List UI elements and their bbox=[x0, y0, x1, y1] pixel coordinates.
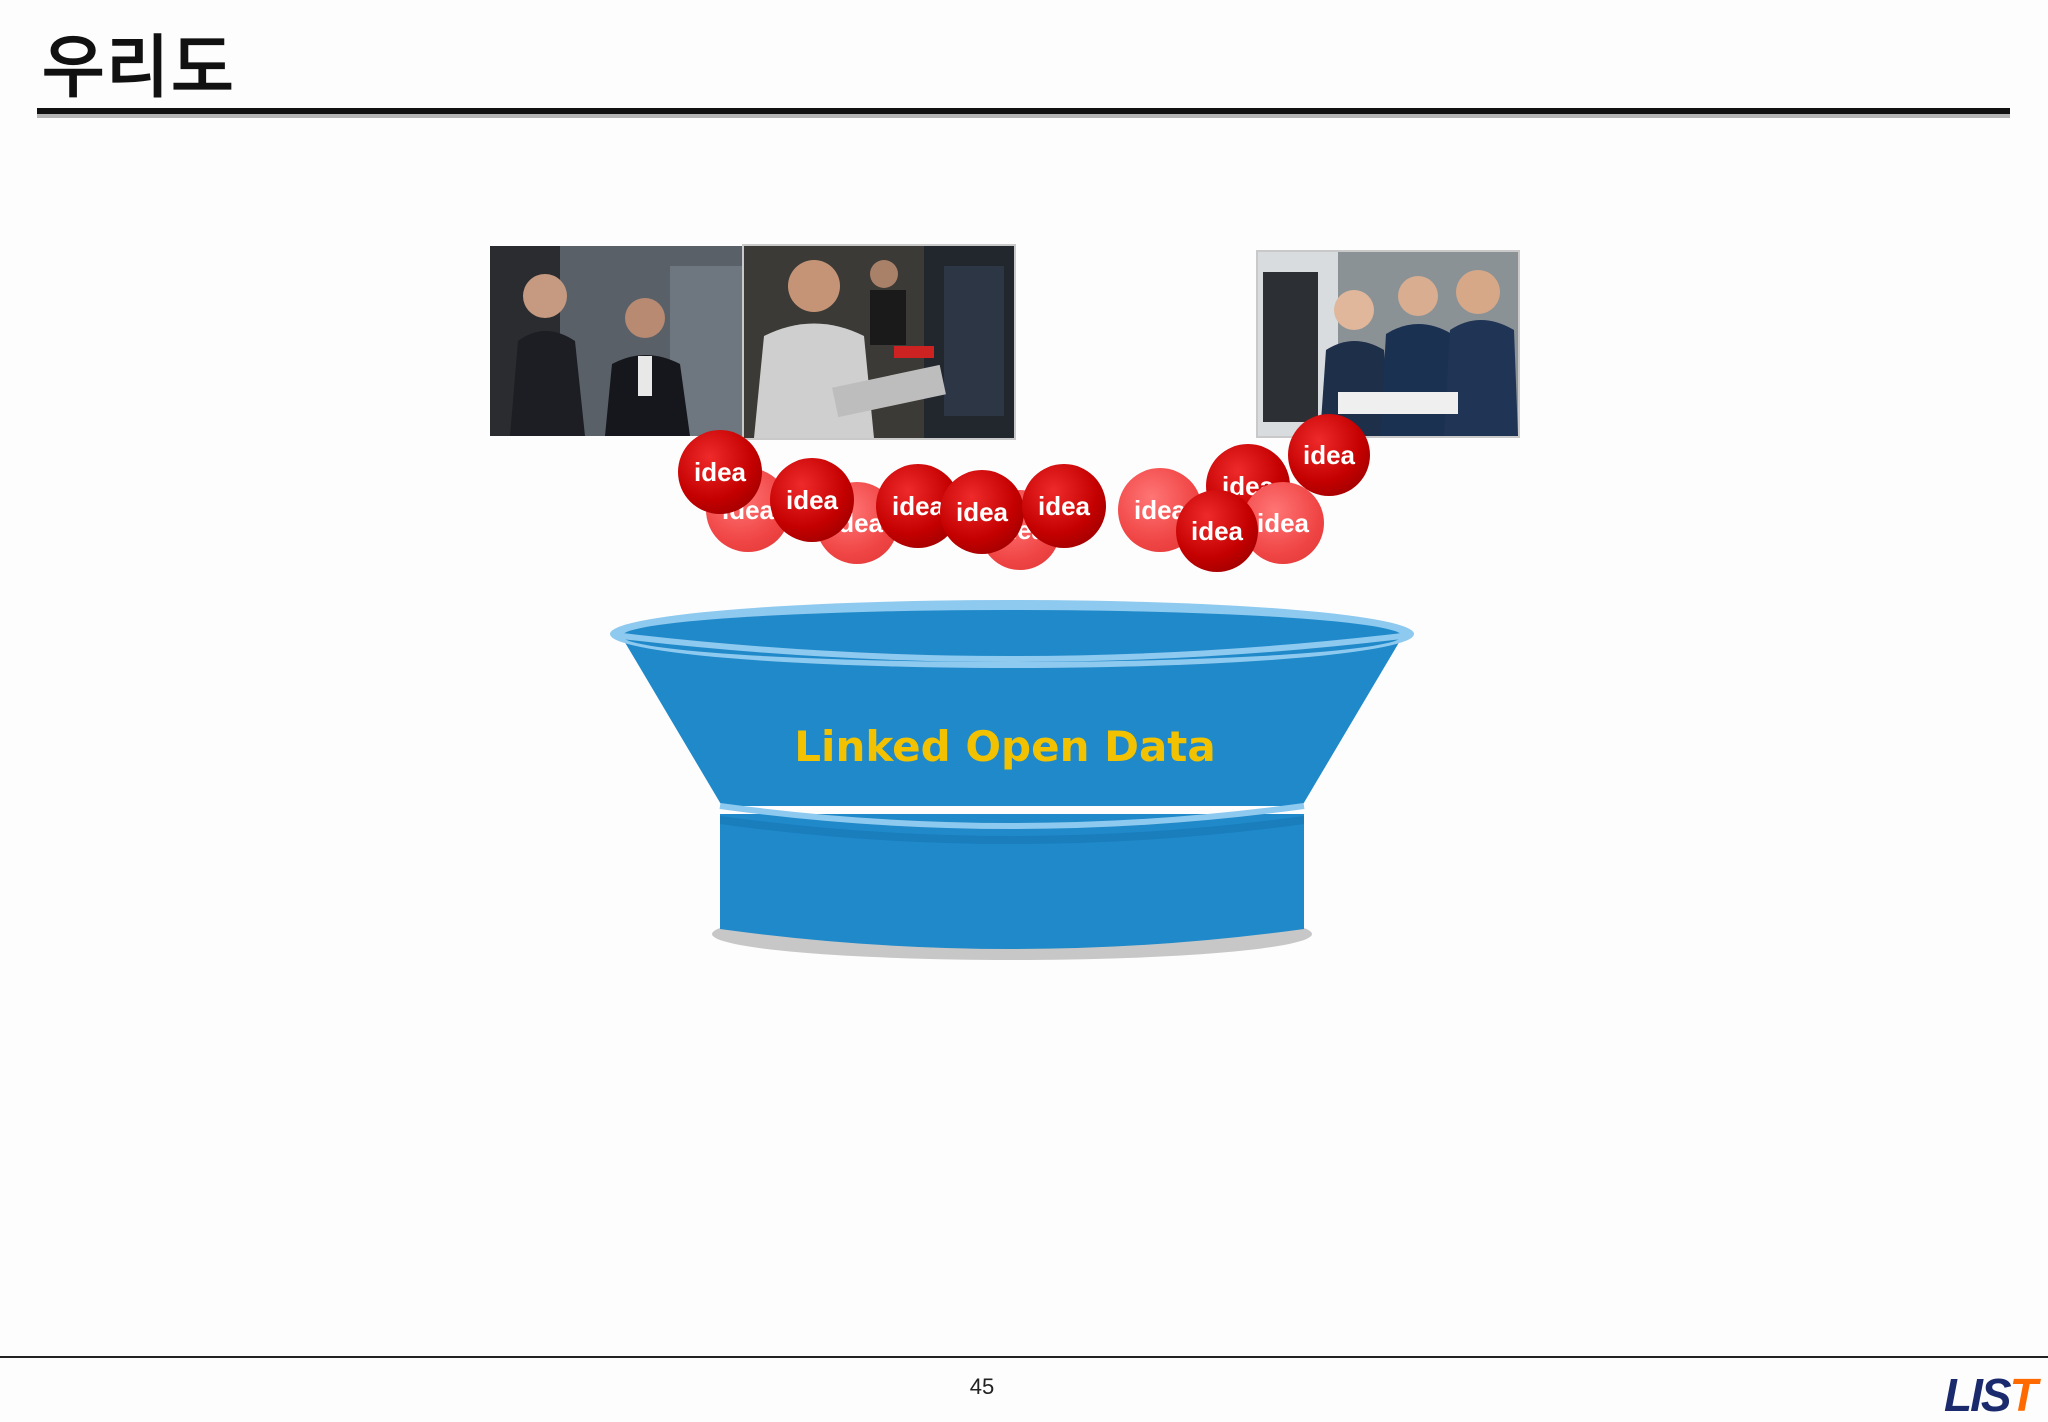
students-photo bbox=[1256, 250, 1520, 438]
linked-open-data-funnel bbox=[600, 584, 1420, 984]
funnel-label: Linked Open Data bbox=[780, 722, 1230, 771]
page-number: 45 bbox=[960, 1374, 1004, 1400]
idea-bubble: idea bbox=[678, 430, 762, 514]
slide-title: 우리도 bbox=[42, 12, 236, 111]
footer-divider bbox=[0, 1356, 2048, 1358]
list-logo: LIST bbox=[1944, 1368, 2036, 1422]
meeting-photo bbox=[490, 246, 744, 436]
idea-bubble: idea bbox=[940, 470, 1024, 554]
idea-bubble: idea bbox=[1176, 490, 1258, 572]
idea-bubble: idea bbox=[1022, 464, 1106, 548]
idea-bubble: idea bbox=[1288, 414, 1370, 496]
idea-bubble: idea bbox=[770, 458, 854, 542]
lab-photo bbox=[742, 244, 1016, 440]
title-divider bbox=[37, 108, 2010, 118]
